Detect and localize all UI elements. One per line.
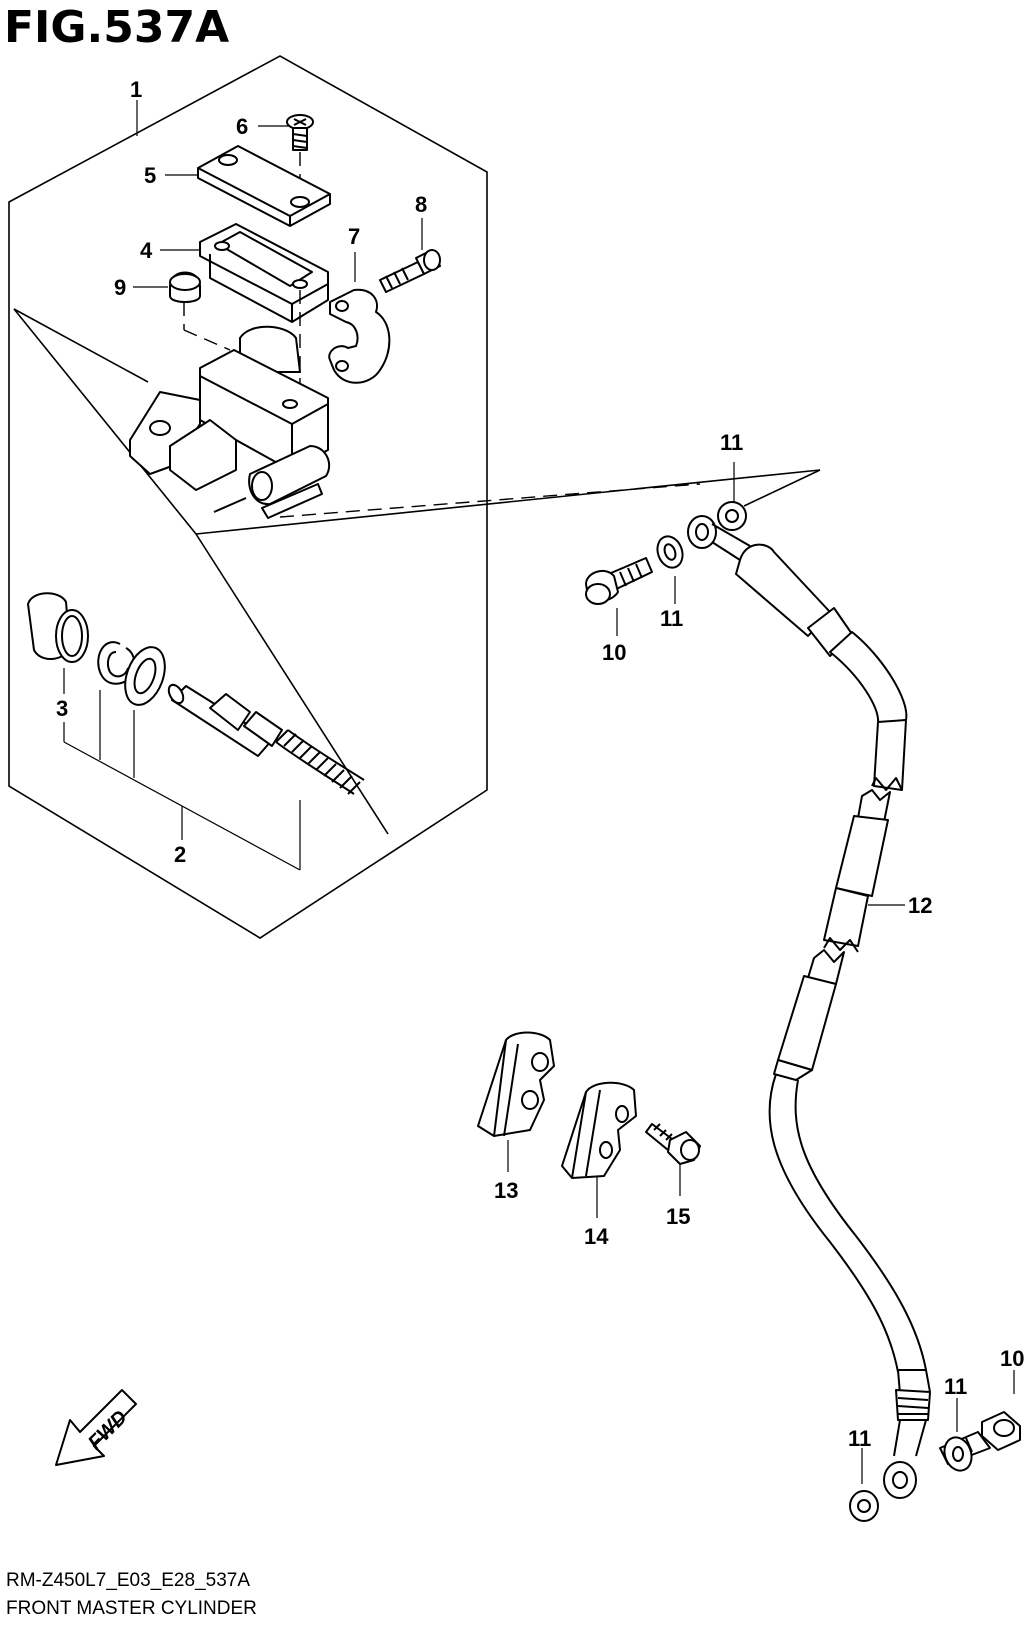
callout-6: 6	[236, 114, 248, 139]
callout-10-lower: 10	[1000, 1346, 1024, 1371]
callout-11-lower-right: 11	[944, 1374, 967, 1399]
explode-guide-lines	[13, 308, 821, 835]
part-11-washer-upper-a	[656, 535, 684, 569]
callout-11-top: 11	[720, 430, 743, 455]
callout-3: 3	[56, 696, 68, 721]
part-15-bolt	[645, 1123, 701, 1165]
callout-9: 9	[114, 275, 126, 300]
part-7-clamp	[328, 288, 391, 384]
diagram-caption: FRONT MASTER CYLINDER	[6, 1598, 257, 1619]
callout-5: 5	[144, 163, 156, 188]
part-11-washer-lower-a	[943, 1436, 973, 1472]
part-14-holder	[561, 1081, 637, 1179]
part-5-cap	[197, 145, 331, 227]
master-cylinder-body	[129, 325, 331, 519]
part-13-bracket	[477, 1031, 555, 1137]
fwd-arrow-icon: FWD	[55, 1389, 137, 1466]
part-11-washer-upper-b	[717, 501, 747, 531]
part-9-small-cap	[169, 271, 231, 351]
callout-1: 1	[130, 77, 142, 102]
model-code: RM-Z450L7_E03_E28_537A	[6, 1570, 251, 1591]
callout-8: 8	[415, 192, 427, 217]
part-seal-washer	[124, 646, 166, 706]
callout-11-lower-left: 11	[848, 1426, 871, 1451]
part-3-boot	[27, 592, 89, 663]
part-4-diaphragm-plate	[199, 223, 329, 400]
part-11-washer-lower-b	[849, 1490, 879, 1522]
callout-2: 2	[174, 842, 186, 867]
callout-4: 4	[140, 238, 153, 263]
callout-11-mid: 11	[660, 606, 683, 631]
part-12-brake-hose	[687, 515, 931, 1499]
callout-13: 13	[494, 1178, 518, 1203]
part-10-banjo-bolt-upper	[585, 557, 653, 605]
part-8-bolt	[379, 249, 441, 293]
assembly-boundary	[8, 55, 488, 939]
leader-lines	[63, 100, 1015, 1484]
callout-labels: 1 6 5 8 7 4 9 3 2 11 11 10 12 13 15 14 1…	[56, 77, 1024, 1451]
callout-7: 7	[348, 224, 360, 249]
figure-title: FIG.537A	[4, 2, 230, 53]
part-6-screw	[286, 114, 314, 195]
callout-15: 15	[666, 1204, 690, 1229]
callout-12: 12	[908, 893, 932, 918]
callout-14: 14	[584, 1224, 609, 1249]
part-2-piston-set	[167, 683, 365, 795]
callout-10-upper: 10	[602, 640, 626, 665]
